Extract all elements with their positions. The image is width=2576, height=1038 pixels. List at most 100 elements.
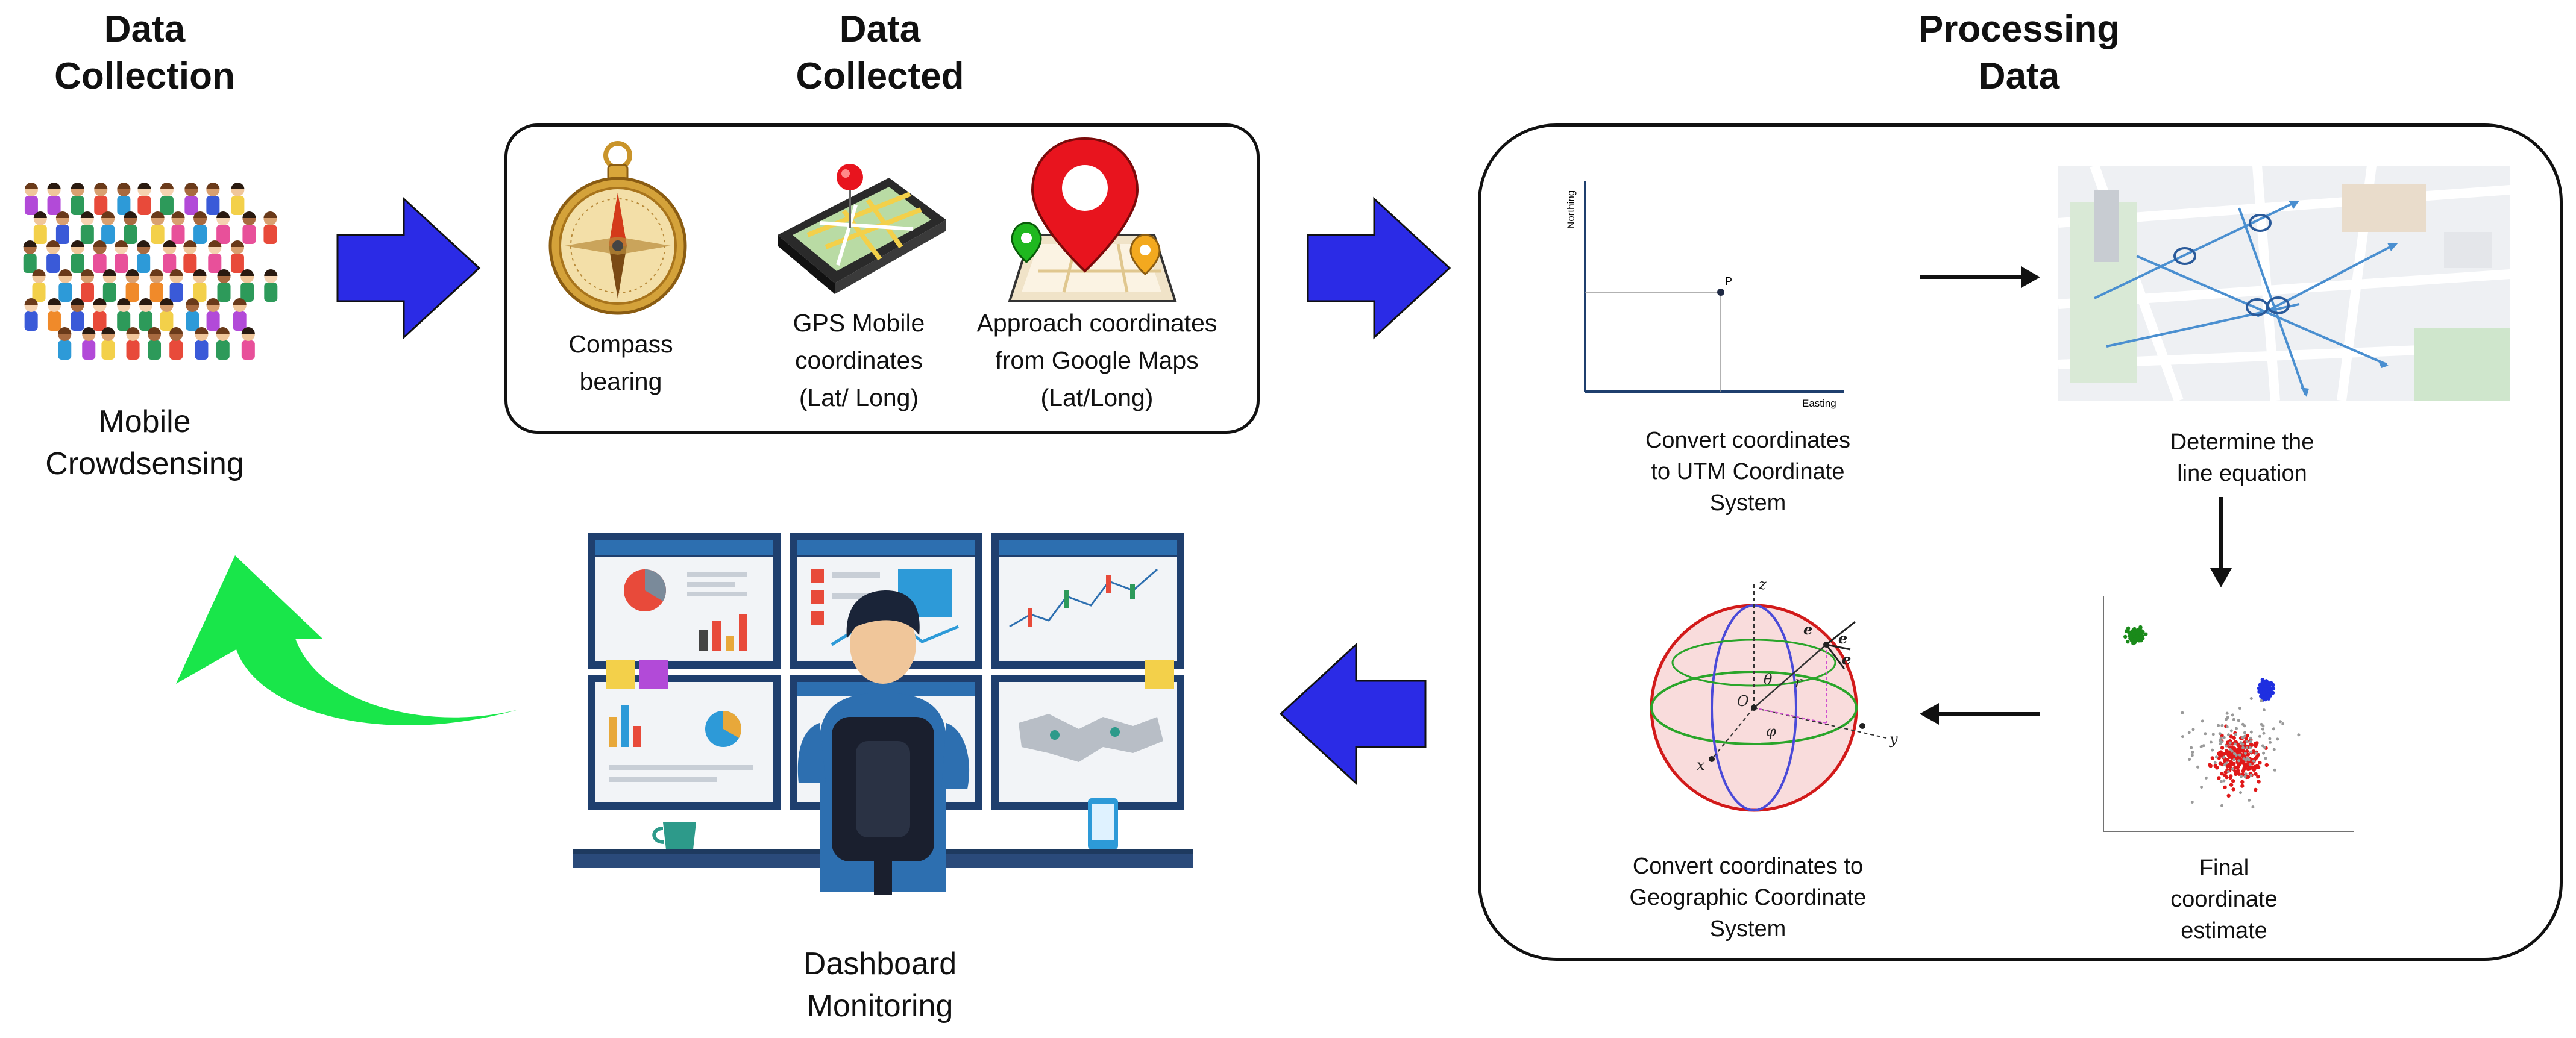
gps-label-line3: (Lat/ Long)	[799, 384, 919, 411]
crowd-person-hair	[137, 240, 151, 247]
crowd-person-body	[58, 340, 72, 360]
crowd-person-body	[80, 225, 94, 244]
scatter-point	[2237, 746, 2241, 751]
scatter-point	[2242, 766, 2246, 771]
crowd-person-body	[94, 196, 108, 215]
crowd-person-hair	[163, 240, 177, 247]
sphere-z-label: z	[1758, 576, 1767, 593]
scatter-point	[2217, 776, 2221, 780]
maps-label-line1: Approach coordinates	[976, 309, 1217, 337]
geo-label-line1: Convert coordinates to	[1632, 854, 1864, 879]
crowd-person-body	[137, 196, 151, 215]
crowd-person-body	[71, 254, 84, 273]
scatter-point	[2226, 770, 2230, 773]
maps-label: Approach coordinates from Google Maps (L…	[970, 304, 1224, 416]
process-arrow-right	[1920, 266, 2040, 288]
scatter-point	[2251, 766, 2255, 771]
crowd-person-body	[169, 283, 183, 302]
scatter-point	[2141, 630, 2145, 634]
crowd-person-hair	[206, 183, 220, 189]
scatter-point	[2231, 767, 2234, 771]
crowd-person-body	[208, 254, 222, 273]
scatter-point	[2238, 761, 2243, 766]
crowd-person-hair	[24, 298, 38, 305]
crowd-person-hair	[80, 269, 94, 276]
scatter-point	[2272, 748, 2276, 751]
crowd-label-line2: Crowdsensing	[45, 446, 244, 481]
crowd-person-hair	[24, 183, 38, 189]
scatter-point	[2226, 716, 2229, 719]
sphere-origin-label: O	[1737, 693, 1749, 710]
crowd-person-hair	[71, 183, 84, 189]
scatter-point	[2220, 772, 2224, 776]
crowd-person-hair	[126, 327, 140, 334]
scatter-point	[2269, 740, 2272, 744]
scatter-point	[2249, 697, 2253, 700]
scatter-point	[2269, 689, 2273, 693]
scatter-point	[2225, 775, 2229, 780]
crowd-person-hair	[216, 211, 230, 218]
scatter-point	[2208, 764, 2213, 768]
scatter-point	[2219, 780, 2223, 783]
sphere-etheta-label: e	[1842, 651, 1851, 668]
scatter-point	[2267, 685, 2271, 689]
scatter-point	[2181, 735, 2184, 739]
final-estimate-label: Final coordinate estimate	[2134, 852, 2314, 946]
crowd-person-body	[46, 254, 60, 273]
crowd-person-body	[241, 340, 255, 360]
crowd-person-hair	[46, 240, 60, 247]
scatter-point	[2229, 783, 2234, 787]
gps-label: GPS Mobile coordinates (Lat/ Long)	[747, 304, 970, 416]
crowd-person-body	[217, 283, 231, 302]
scatter-point	[2187, 731, 2191, 734]
crowd-person-body	[58, 283, 72, 302]
scatter-point	[2240, 780, 2245, 784]
scatter-point	[2243, 731, 2246, 734]
scatter-point	[2233, 765, 2237, 769]
line-label-line2: line equation	[2177, 461, 2307, 486]
scatter-point	[2261, 724, 2265, 728]
scatter-point	[2222, 736, 2226, 739]
compass-label-line2: bearing	[579, 367, 662, 395]
scatter-point	[2126, 626, 2131, 630]
utm-plot: P Northing Easting	[1565, 181, 1844, 409]
crowd-person-hair	[183, 240, 197, 247]
heading-processing-line2: Data	[1978, 55, 2060, 97]
scatter-point	[2246, 766, 2250, 771]
crowd-person-body	[47, 196, 61, 215]
scatter-point	[2243, 724, 2246, 728]
scatter-point	[2218, 732, 2222, 736]
scatter-point	[2190, 754, 2194, 757]
scatter-point	[2225, 758, 2229, 762]
crowd-person-body	[206, 196, 220, 215]
geographic-sphere: z y x O r θ φ e e e	[1650, 576, 1898, 812]
dashboard-label: Dashboard Monitoring	[735, 943, 1025, 1027]
crowd-person-hair	[58, 269, 72, 276]
scatter-point	[2231, 787, 2235, 792]
scatter-point	[2204, 732, 2207, 736]
crowd-person-hair	[23, 240, 37, 247]
scatter-point	[2230, 749, 2234, 753]
crowd-person-hair	[82, 327, 96, 334]
scatter-point	[2254, 772, 2258, 776]
scatter-point	[2225, 711, 2229, 715]
scatter-point	[2235, 769, 2240, 773]
crowd-person-body	[216, 340, 230, 360]
scatter-point	[2220, 804, 2223, 807]
crowd-person-hair	[94, 183, 108, 189]
scatter-point	[2269, 681, 2274, 686]
scatter-point	[2137, 628, 2141, 633]
scatter-point	[2241, 769, 2245, 773]
final-label-line3: estimate	[2181, 918, 2267, 943]
scatter-point	[2240, 784, 2245, 788]
crowd-person-hair	[139, 298, 153, 305]
crowd-person-body	[193, 225, 207, 244]
compass-icon	[548, 141, 687, 315]
crowd-person-body	[240, 283, 254, 302]
crowd-illustration	[23, 183, 278, 360]
scatter-point	[2231, 779, 2235, 783]
crowd-person-body	[126, 340, 140, 360]
crowd-person-hair	[115, 240, 128, 247]
scatter-point	[2211, 733, 2215, 736]
heading-collected-line1: Data	[839, 8, 921, 50]
